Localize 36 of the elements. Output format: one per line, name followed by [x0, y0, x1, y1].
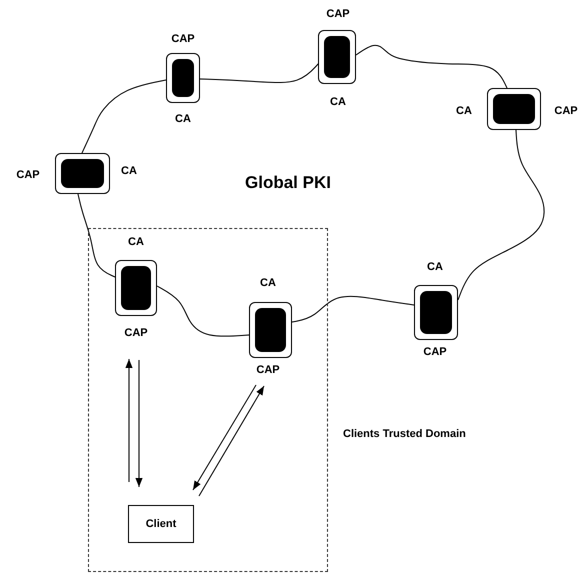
client-node: Client	[128, 505, 194, 543]
connector-line	[78, 194, 116, 278]
node-label: CAP	[171, 33, 195, 45]
connector-line	[82, 80, 166, 154]
ca-node	[414, 285, 458, 340]
node-label: CA	[121, 165, 137, 177]
node-label: CA	[175, 113, 191, 125]
ca-node	[249, 302, 292, 358]
node-label: CA	[260, 277, 276, 289]
arrow	[125, 358, 133, 482]
arrow	[192, 384, 256, 490]
connector-line	[200, 62, 320, 84]
node-label: CA	[330, 96, 346, 108]
connector-line	[356, 44, 508, 88]
ca-node	[115, 260, 157, 316]
node-label: CA	[456, 105, 472, 117]
node-label: CAP	[16, 169, 40, 181]
node-label: CA	[128, 236, 144, 248]
node-label: CAP	[326, 8, 350, 20]
ca-node	[55, 153, 110, 194]
node-label: CAP	[554, 105, 578, 117]
ca-node	[166, 53, 200, 103]
node-label: CAP	[124, 327, 148, 339]
connector-line	[292, 296, 414, 322]
region-label: Global PKI	[245, 173, 331, 193]
connector-line	[156, 286, 250, 337]
node-label: CAP	[256, 364, 280, 376]
node-label: Clients Trusted Domain	[343, 428, 466, 440]
domain-boundary	[88, 228, 328, 572]
ca-node	[487, 88, 541, 130]
arrow	[135, 360, 143, 488]
arrow	[198, 386, 264, 496]
connector-line	[458, 130, 545, 300]
node-label: CAP	[423, 346, 447, 358]
node-label: CA	[427, 261, 443, 273]
ca-node	[318, 30, 356, 84]
